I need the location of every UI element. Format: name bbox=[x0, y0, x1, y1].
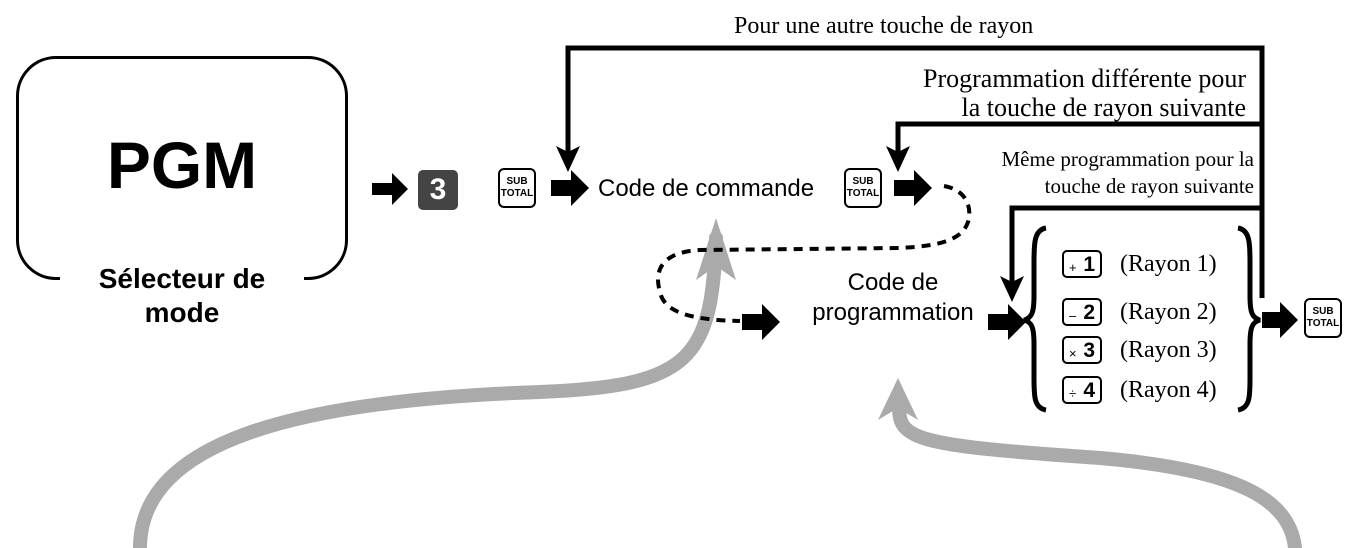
flow-arrows bbox=[372, 170, 1298, 340]
department-label-4: (Rayon 4) bbox=[1120, 377, 1217, 403]
pointer-curve-left bbox=[133, 231, 723, 548]
flow-arrow-6 bbox=[1262, 302, 1298, 338]
department-key-operator: × bbox=[1069, 346, 1077, 361]
department-key-operator: – bbox=[1069, 308, 1077, 323]
department-key-number: 3 bbox=[1083, 339, 1095, 362]
subtotal-key-line1: SUB bbox=[852, 176, 874, 187]
pointer-curve-right bbox=[892, 393, 1302, 548]
number-key-3[interactable]: 3 bbox=[418, 170, 458, 210]
loop-label-different: Programmation différente pour la touche … bbox=[860, 64, 1246, 122]
department-key-operator: ÷ bbox=[1069, 386, 1077, 401]
pointer-arrowhead-right bbox=[878, 378, 918, 420]
programming-code-label: Code de programmation bbox=[812, 269, 974, 326]
subtotal-key-1[interactable]: SUB TOTAL bbox=[498, 168, 536, 208]
department-label-2: (Rayon 2) bbox=[1120, 299, 1217, 325]
loop-label-other-dept: Pour une autre touche de rayon bbox=[734, 13, 1034, 39]
subtotal-key-line1: SUB bbox=[506, 176, 528, 187]
loop-label-same-line1: Même programmation pour la bbox=[1001, 147, 1254, 171]
department-key-1[interactable]: + 1 bbox=[1062, 250, 1102, 278]
loop-label-same-line2: touche de rayon suivante bbox=[1044, 174, 1254, 198]
brace-right bbox=[1237, 225, 1261, 413]
subtotal-key-final[interactable]: SUB TOTAL bbox=[1304, 298, 1342, 338]
loop-label-different-line1: Programmation différente pour bbox=[923, 64, 1246, 93]
loop-arrowhead-different bbox=[886, 146, 910, 172]
flow-arrow-5 bbox=[988, 304, 1026, 340]
flow-arrow-1 bbox=[372, 173, 408, 205]
loop-label-different-line2: la touche de rayon suivante bbox=[961, 93, 1246, 122]
brace-left bbox=[1023, 225, 1047, 413]
department-key-number: 2 bbox=[1083, 301, 1095, 324]
subtotal-key-line2: TOTAL bbox=[1306, 318, 1340, 329]
department-label-1: (Rayon 1) bbox=[1120, 251, 1217, 277]
flow-arrow-3 bbox=[894, 170, 932, 206]
department-key-2[interactable]: – 2 bbox=[1062, 298, 1102, 326]
number-key-label: 3 bbox=[429, 173, 447, 206]
loop-line-different bbox=[895, 121, 1262, 160]
department-key-number: 4 bbox=[1083, 379, 1095, 402]
loop-arrowhead-same bbox=[1000, 276, 1024, 302]
loop-arrowhead-other-dept bbox=[556, 146, 580, 172]
loop-line-same bbox=[1009, 205, 1262, 290]
subtotal-key-line2: TOTAL bbox=[846, 188, 880, 199]
mode-selector-title: PGM bbox=[106, 128, 258, 202]
subtotal-key-line2: TOTAL bbox=[500, 188, 534, 199]
department-key-4[interactable]: ÷ 4 bbox=[1062, 376, 1102, 404]
subtotal-key-2[interactable]: SUB TOTAL bbox=[844, 168, 882, 208]
department-key-operator: + bbox=[1069, 260, 1077, 275]
department-label-3: (Rayon 3) bbox=[1120, 337, 1217, 363]
department-key-number: 1 bbox=[1083, 253, 1095, 276]
loop-label-same: Même programmation pour la touche de ray… bbox=[938, 146, 1254, 200]
flow-arrow-2 bbox=[551, 170, 589, 206]
loop-line-other-dept bbox=[565, 45, 1265, 298]
department-key-3[interactable]: × 3 bbox=[1062, 336, 1102, 364]
mode-selector-caption: Sélecteur de mode bbox=[60, 262, 304, 330]
optional-dashed-path bbox=[656, 184, 972, 323]
command-code-label: Code de commande bbox=[598, 175, 815, 202]
subtotal-key-line1: SUB bbox=[1312, 306, 1334, 317]
flow-arrow-4 bbox=[742, 304, 780, 340]
